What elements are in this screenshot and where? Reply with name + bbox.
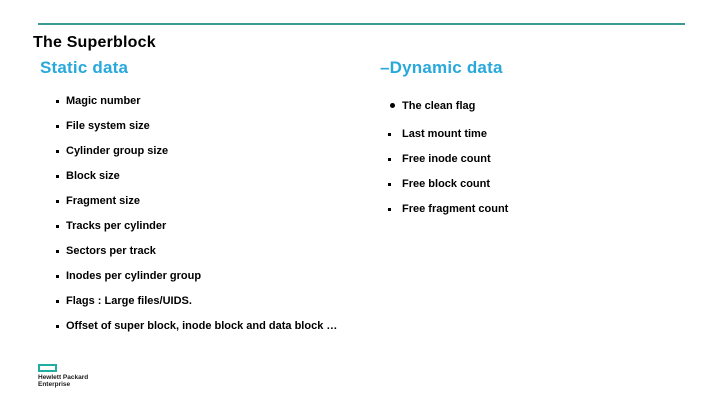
top-divider [38, 23, 685, 25]
hpe-logo-mark-icon [38, 364, 57, 372]
list-item: Tracks per cylinder [56, 220, 386, 233]
list-item: Cylinder group size [56, 145, 386, 158]
list-item: The clean flag [388, 100, 688, 113]
list-item-label: Flags : Large files/UIDS. [66, 295, 192, 307]
list-item-label: Tracks per cylinder [66, 220, 167, 232]
list-item-label: File system size [66, 120, 150, 132]
list-item-label: Fragment size [66, 195, 140, 207]
list-item-label: Free inode count [402, 153, 491, 165]
column-heading-dynamic-data: –Dynamic data [380, 58, 503, 77]
list-item-label: Offset of super block, inode block and d… [66, 320, 338, 332]
list-item: Fragment size [56, 195, 386, 208]
list-item: File system size [56, 120, 386, 133]
hpe-logo: Hewlett Packard Enterprise [38, 364, 88, 388]
list-item: Magic number [56, 95, 386, 108]
list-item-label: Cylinder group size [66, 145, 169, 157]
list-item: Flags : Large files/UIDS. [56, 295, 386, 308]
list-item-label: Inodes per cylinder group [66, 270, 202, 282]
column-heading-static-data: Static data [40, 58, 129, 77]
list-item: Offset of super block, inode block and d… [56, 320, 386, 333]
hpe-logo-subname: Enterprise [38, 381, 71, 388]
page-title: The Superblock [33, 34, 156, 51]
list-item: Free block count [388, 178, 688, 191]
list-item-label: Magic number [66, 95, 141, 107]
list-item: Last mount time [388, 128, 688, 141]
list-item-label: Block size [66, 170, 120, 182]
list-item: Inodes per cylinder group [56, 270, 386, 283]
list-item-label: The clean flag [402, 100, 476, 112]
hpe-logo-name: Hewlett Packard [38, 374, 89, 381]
list-item-label: Last mount time [402, 128, 487, 140]
dynamic-data-list: The clean flag Last mount time Free inod… [388, 100, 688, 228]
list-item: Free fragment count [388, 203, 688, 216]
static-data-list: Magic number File system size Cylinder g… [56, 95, 386, 345]
list-item: Free inode count [388, 153, 688, 166]
list-item: Block size [56, 170, 386, 183]
list-item-label: Free fragment count [402, 203, 509, 215]
list-item: Sectors per track [56, 245, 386, 258]
list-item-label: Free block count [402, 178, 491, 190]
list-item-label: Sectors per track [66, 245, 156, 257]
